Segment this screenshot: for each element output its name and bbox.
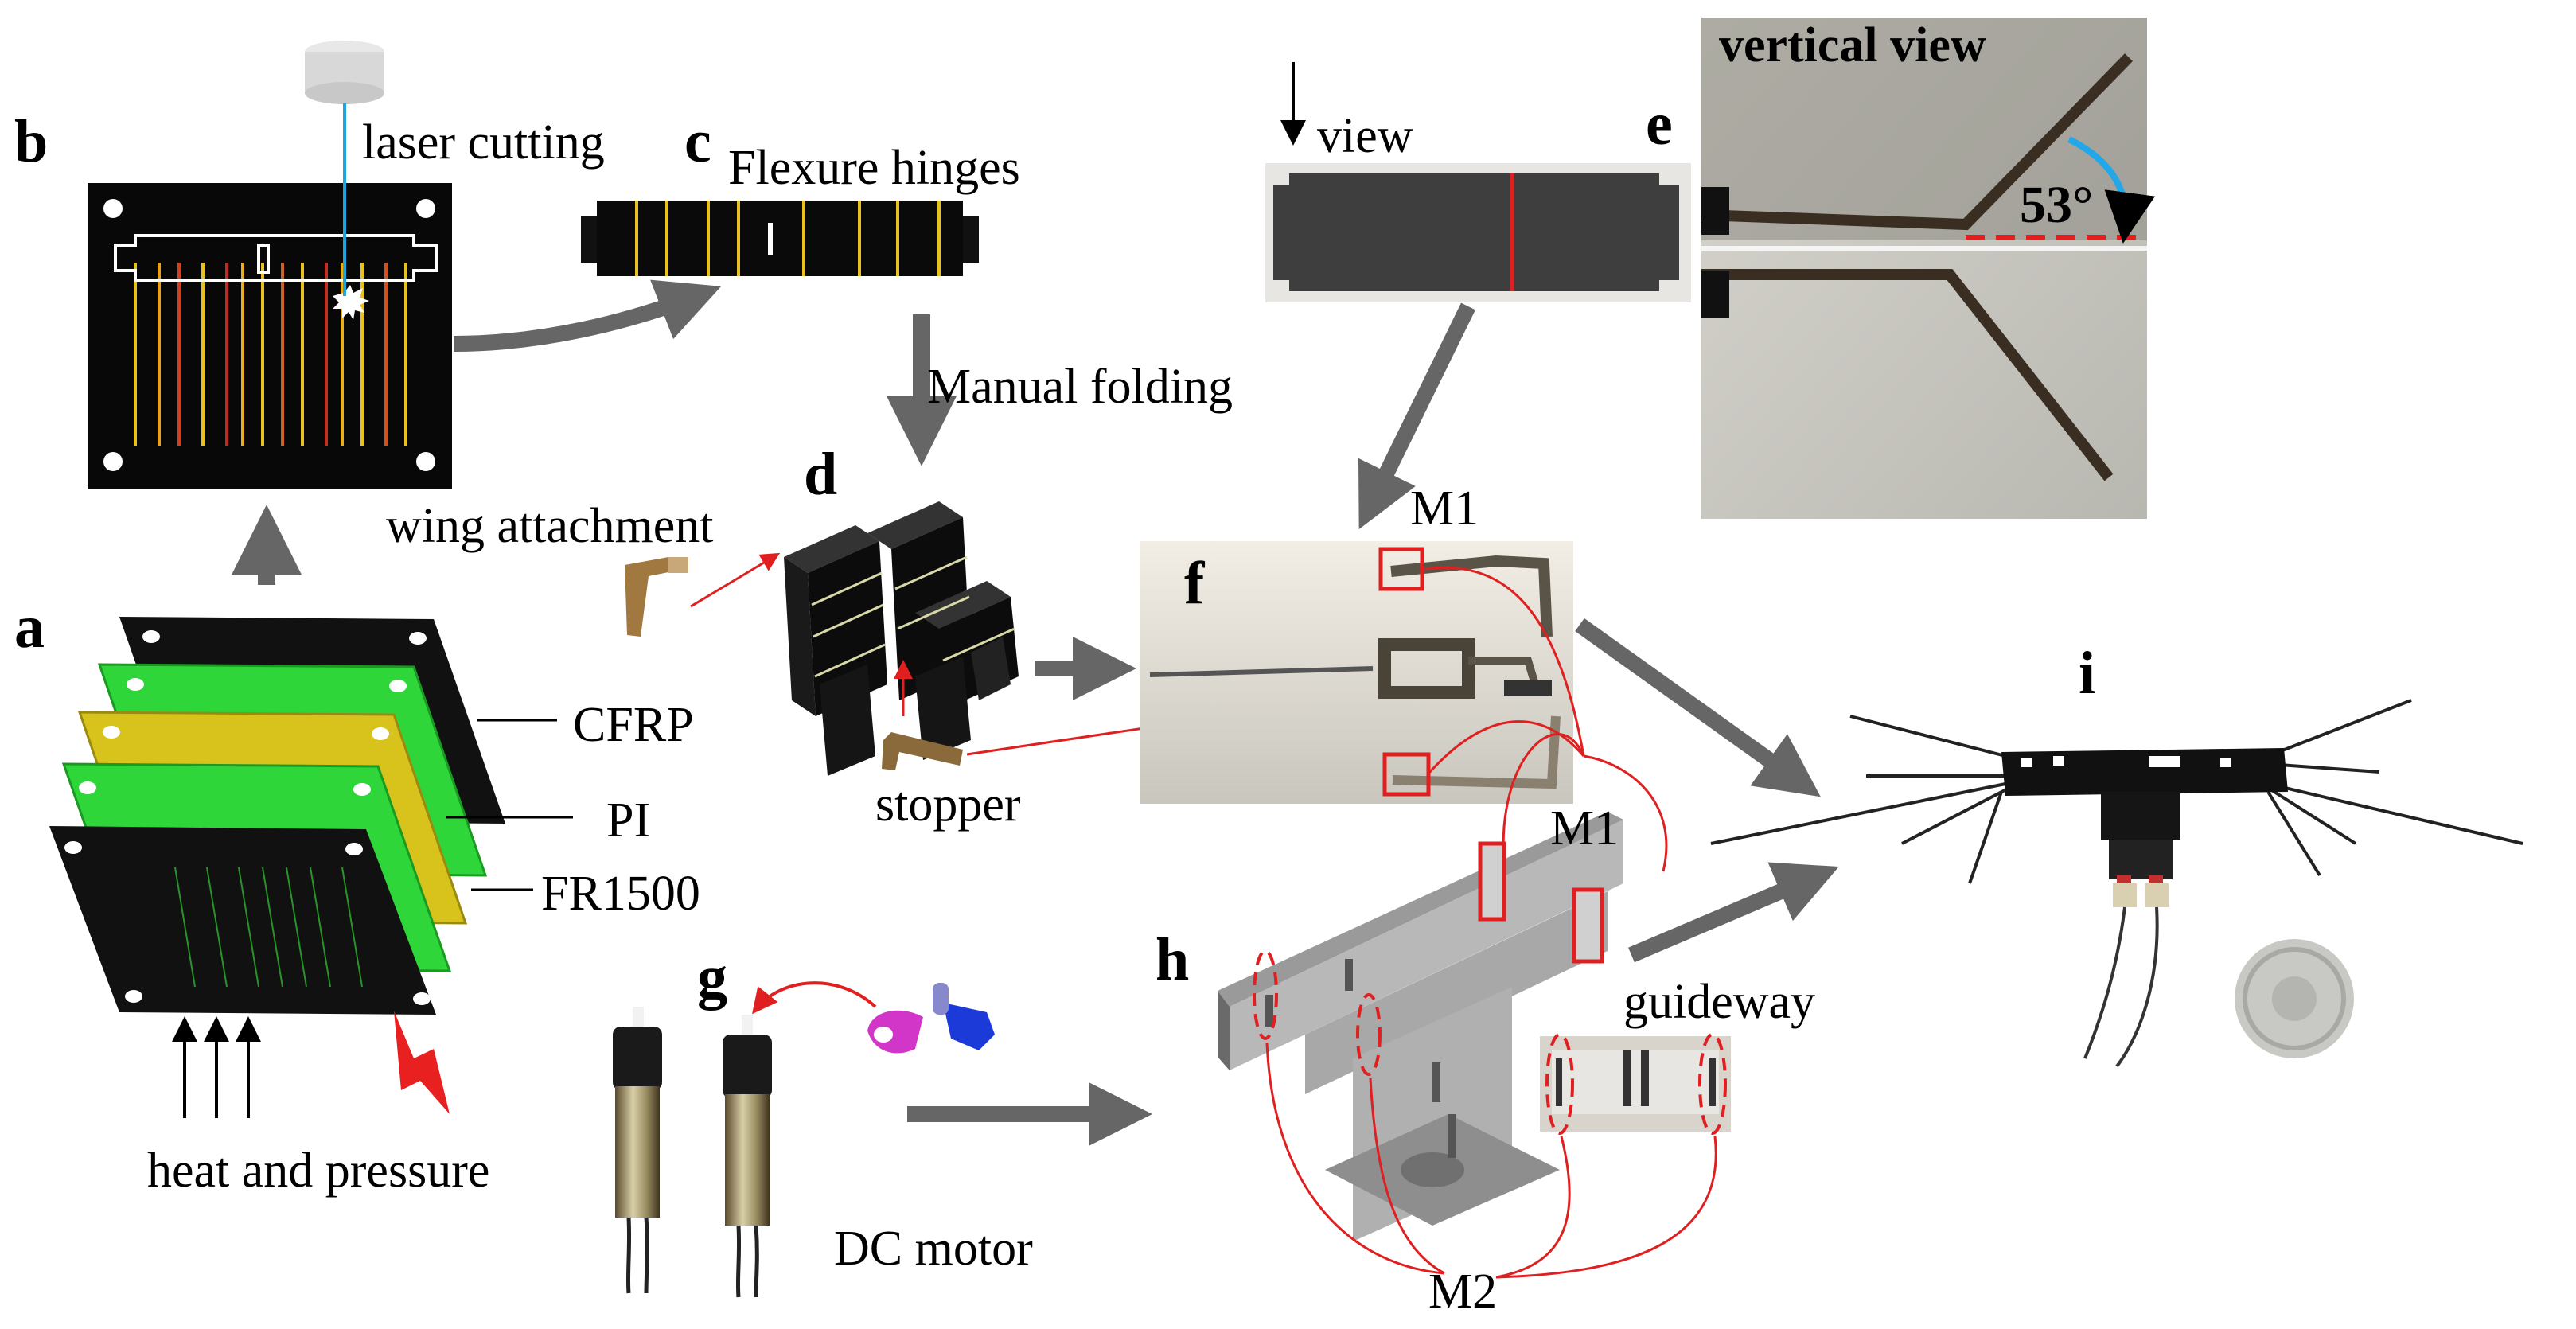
dc-motor-right [723,1015,772,1298]
caption-pi: PI [606,793,651,848]
cfrp-layer-bottom [49,826,436,1015]
laser-cut-board [88,183,452,489]
caption-m1-top: M1 [1410,481,1479,536]
caption-fr1500: FR1500 [541,867,700,921]
stopper-part [882,732,963,770]
caption-laser-cutting: laser cutting [362,115,605,170]
panel-label-d: d [804,441,838,508]
guideway-photo [1540,1033,1731,1135]
wing-attachment-part [625,557,688,637]
flexure-hinge-strip [581,201,979,276]
arrow-crank-to-motor [752,981,877,1015]
panel-label-b: b [14,108,49,175]
heat-bolt-icon [394,1011,450,1114]
caption-m1-mid: M1 [1550,801,1619,855]
caption-manual-folding: Manual folding [927,360,1233,414]
arrow-b-to-c [453,279,722,352]
dc-motor-left [613,1007,662,1294]
crank-parts-icon [867,983,995,1054]
panel-label-c: c [684,108,711,175]
vertical-view-photo [1701,18,2156,519]
caption-guideway: guideway [1623,975,1816,1029]
panel-label-a: a [14,594,45,661]
arrow-wing-to-d [690,552,781,608]
caption-cfrp: CFRP [573,698,694,752]
view-strip-photo [1265,163,1691,302]
caption-wing-attachment: wing attachment [386,499,714,553]
coin [2235,939,2354,1058]
panel-label-h: h [1155,926,1190,993]
motor-frame [1218,812,1623,1241]
pressure-arrows [172,1016,261,1118]
panel-label-i: i [2079,640,2096,707]
caption-flexure-hinges: Flexure hinges [728,141,1020,195]
flapping-robot [1710,699,2523,1068]
caption-view: view [1317,109,1413,163]
panel-label-g: g [697,944,727,1011]
caption-m2: M2 [1428,1265,1498,1319]
arrow-f-to-i [1575,618,1821,797]
panel-label-e: e [1646,91,1673,158]
caption-dc-motor: DC motor [834,1222,1033,1276]
arrow-h-to-i [1628,862,1839,963]
arrow-view-to-f [1358,302,1475,530]
caption-angle: 53° [2020,176,2094,234]
folded-transmission [784,501,1019,776]
assembled-transmission-photo [1140,541,1573,804]
panel-label-f: f [1184,550,1205,617]
laminate-stack [49,617,573,1015]
m2-connectors [1265,1042,1717,1279]
laser-head-icon [305,41,384,104]
caption-heat-and-pressure: heat and pressure [147,1144,490,1198]
caption-stopper: stopper [875,778,1021,832]
caption-vertical-view: vertical view [1719,18,1986,72]
m1-connectors [1424,566,1668,872]
